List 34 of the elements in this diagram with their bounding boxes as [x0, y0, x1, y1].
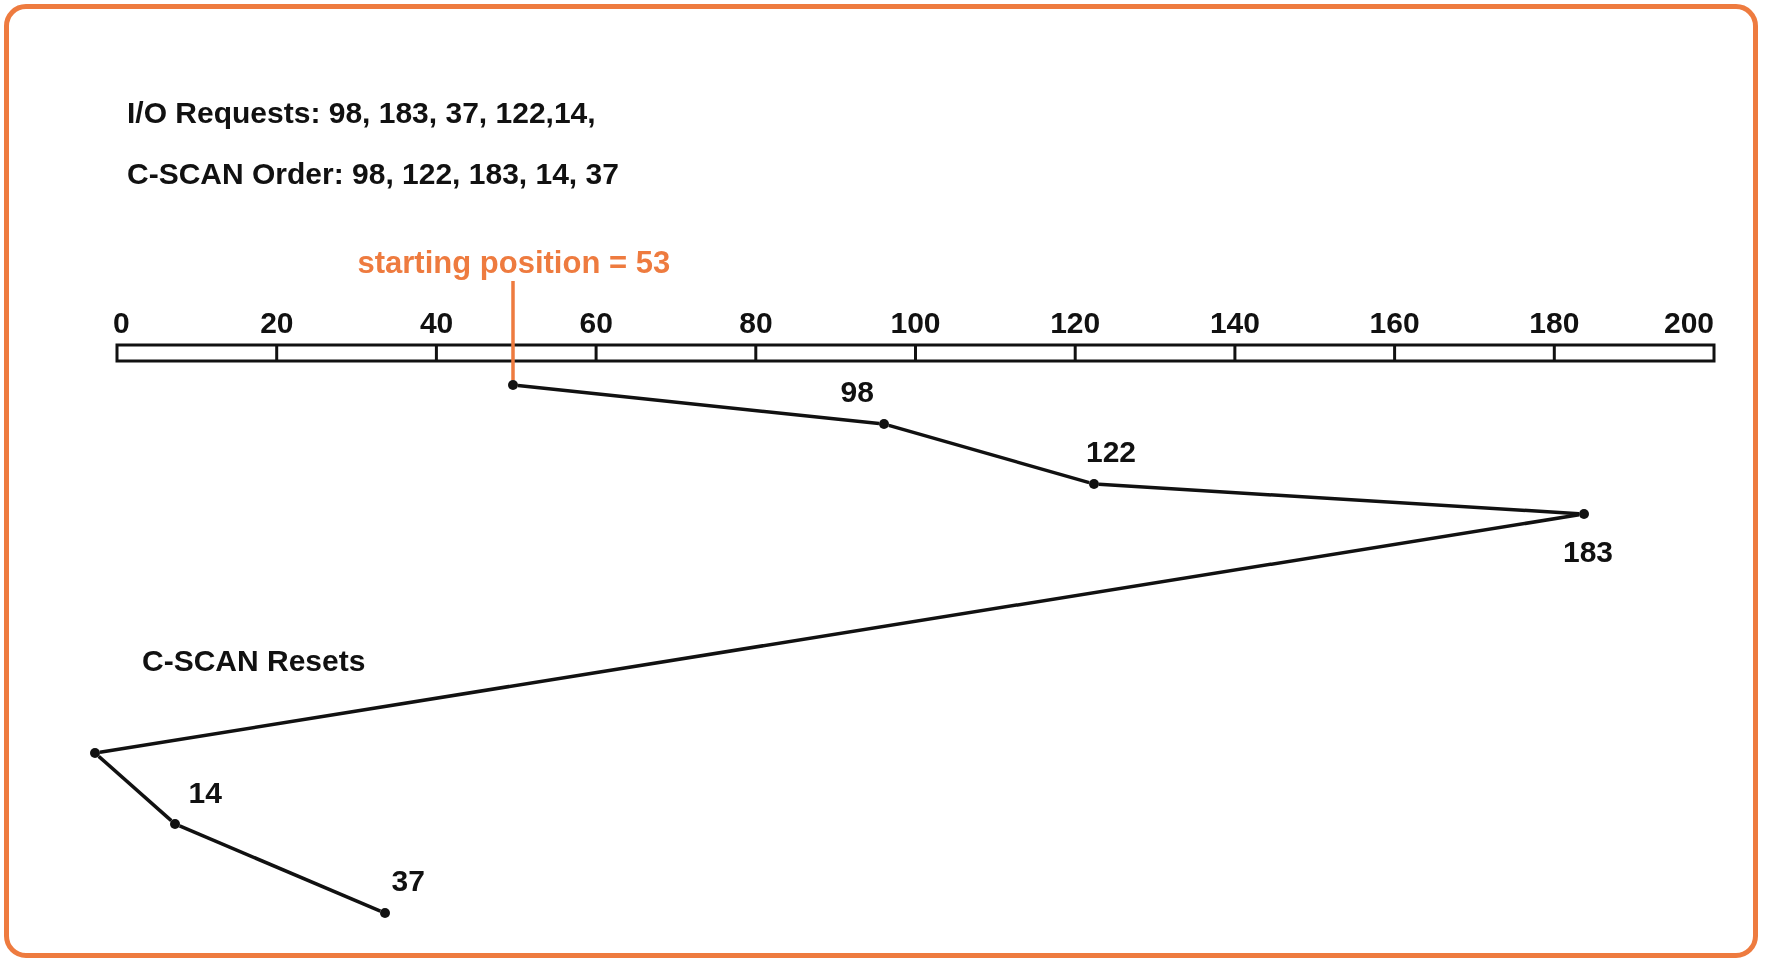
point-label: 14 [188, 776, 222, 810]
point-label: 37 [391, 864, 425, 898]
track-point [508, 380, 518, 390]
track-point [1089, 479, 1099, 489]
tick-label: 100 [890, 306, 941, 340]
track-point [380, 908, 390, 918]
track-point [170, 819, 180, 829]
tick-label: 60 [579, 306, 613, 340]
seek-path-line [99, 513, 1580, 754]
leader-line [511, 281, 515, 380]
order-list: C-SCAN Order: 98, 122, 183, 14, 37 [127, 157, 619, 191]
track-point [90, 748, 100, 758]
seek-path-line [178, 824, 382, 913]
seek-path-line [888, 423, 1090, 485]
seek-path-line [1098, 482, 1580, 516]
tick-label: 200 [1664, 306, 1715, 340]
point-label: 122 [1086, 435, 1137, 469]
tick-label: 20 [260, 306, 294, 340]
tick-label: 180 [1529, 306, 1580, 340]
track-point [1579, 509, 1589, 519]
tick-label: 0 [113, 306, 130, 340]
point-label: 183 [1563, 535, 1614, 569]
tick-label: 140 [1209, 306, 1260, 340]
seek-path-line [97, 755, 173, 822]
seek-path-line [517, 383, 880, 426]
point-label: 98 [840, 375, 874, 409]
request-list: I/O Requests: 98, 183, 37, 122,14, [127, 96, 596, 130]
tick-label: 40 [419, 306, 454, 340]
track-point [879, 419, 889, 429]
tick-label: 120 [1050, 306, 1101, 340]
start-position-label: starting position = 53 [357, 245, 671, 281]
tick-label: 80 [739, 306, 773, 340]
annotation: C-SCAN Resets [142, 644, 366, 678]
tick-label: 160 [1369, 306, 1420, 340]
